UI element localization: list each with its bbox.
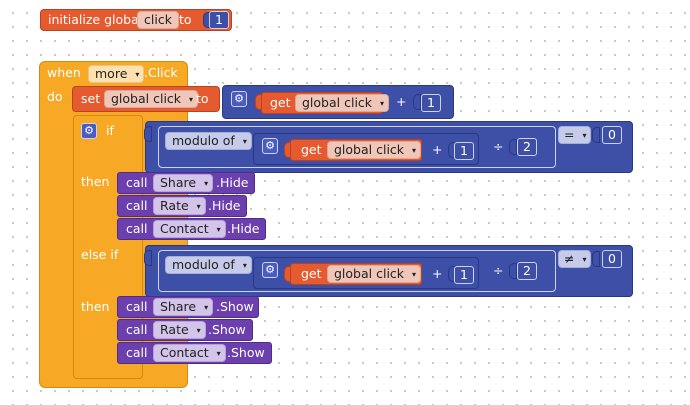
add-value-number[interactable]: 1	[421, 94, 441, 112]
component-dropdown[interactable]: Share▾	[153, 298, 214, 316]
set-get-block[interactable]: get global click▾	[261, 92, 390, 114]
plus-operator: +	[432, 142, 443, 157]
get-var-dropdown[interactable]: global click▾	[327, 265, 422, 283]
method-name: .Hide	[208, 198, 241, 213]
chevron-down-icon: ▾	[412, 270, 417, 279]
else-if-label: else if	[81, 247, 119, 262]
component-dropdown[interactable]: Rate▾	[153, 321, 206, 339]
call-label: call	[126, 175, 148, 190]
component-dropdown[interactable]: Contact▾	[153, 220, 226, 238]
chevron-down-icon: ▾	[196, 202, 201, 211]
then-label-1: then	[81, 174, 110, 189]
cond2-get-block[interactable]: get global click▾	[290, 263, 422, 285]
chevron-down-icon: ▾	[216, 225, 221, 234]
compare-operator-dropdown[interactable]: ≠▾	[558, 250, 592, 268]
init-global-block[interactable]: initialize global click to 1	[40, 9, 232, 31]
divide-operator: ÷	[493, 263, 504, 278]
compare-value-number[interactable]: 0	[602, 126, 622, 144]
get-label: get	[301, 266, 322, 281]
add-value-number[interactable]: 1	[454, 266, 474, 284]
gear-icon[interactable]: ⚙	[81, 123, 97, 139]
set-label: set	[81, 91, 101, 106]
call-block-contact-hide[interactable]: call Contact▾ .Hide	[117, 218, 266, 240]
divisor-number[interactable]: 2	[517, 262, 537, 280]
method-name: .Hide	[216, 175, 249, 190]
get-var-dropdown[interactable]: global click▾	[327, 141, 422, 159]
call-label: call	[126, 322, 148, 337]
add-value-number[interactable]: 1	[454, 142, 474, 160]
get-label: get	[301, 142, 322, 157]
gear-icon[interactable]: ⚙	[262, 262, 278, 278]
chevron-down-icon: ▾	[204, 179, 209, 188]
set-global-block[interactable]: set global click▾ to	[72, 86, 220, 112]
compare-block-notequal[interactable]: modulo of▾ ⚙ get global click▾ + 1 ÷ 2 ≠…	[144, 245, 633, 297]
chevron-down-icon: ▾	[204, 303, 209, 312]
get-var-dropdown[interactable]: global click▾	[295, 94, 390, 112]
chevron-down-icon: ▾	[582, 255, 587, 264]
plus-operator: +	[432, 266, 443, 281]
method-name: .Show	[227, 345, 265, 360]
set-addition-block[interactable]: ⚙ get global click▾ + 1	[222, 85, 454, 119]
event-name: .Click	[144, 65, 178, 80]
socket	[592, 251, 600, 267]
chevron-down-icon: ▾	[216, 349, 221, 358]
call-block-share-show[interactable]: call Share▾ .Show	[117, 296, 259, 318]
cond1-addition-block[interactable]: ⚙ get global click▾ + 1	[253, 133, 479, 165]
socket	[592, 127, 600, 143]
call-label: call	[126, 198, 148, 213]
socket	[413, 94, 421, 110]
call-block-rate-hide[interactable]: call Rate▾ .Hide	[117, 195, 247, 217]
call-block-share-hide[interactable]: call Share▾ .Hide	[117, 172, 255, 194]
component-dropdown[interactable]: Share▾	[153, 174, 214, 192]
component-dropdown-more[interactable]: more▾	[88, 65, 145, 83]
method-name: .Hide	[227, 221, 260, 236]
when-label: when	[47, 65, 81, 80]
component-dropdown[interactable]: Contact▾	[153, 344, 226, 362]
call-label: call	[126, 345, 148, 360]
chevron-down-icon: ▾	[242, 261, 247, 270]
divide-operator: ÷	[493, 139, 504, 154]
modulo-block-2[interactable]: modulo of▾ ⚙ get global click▾ + 1 ÷ 2	[158, 250, 556, 292]
plus-operator: +	[396, 94, 407, 109]
init-to-label: to	[179, 12, 192, 27]
do-label: do	[47, 89, 63, 104]
set-var-dropdown[interactable]: global click▾	[104, 90, 199, 108]
chevron-down-icon: ▾	[380, 99, 385, 108]
then-label-2: then	[81, 299, 110, 314]
init-var-name-field[interactable]: click	[137, 11, 179, 29]
chevron-down-icon: ▾	[189, 95, 194, 104]
cond2-addition-block[interactable]: ⚙ get global click▾ + 1	[253, 257, 479, 289]
chevron-down-icon: ▾	[242, 137, 247, 146]
call-block-rate-show[interactable]: call Rate▾ .Show	[117, 319, 253, 341]
chevron-down-icon: ▾	[196, 326, 201, 335]
socket	[509, 139, 517, 155]
if-label: if	[106, 123, 114, 138]
set-to-label: to	[196, 91, 209, 106]
chevron-down-icon: ▾	[135, 70, 140, 79]
init-value-number[interactable]: 1	[209, 11, 229, 29]
modulo-dropdown-1[interactable]: modulo of▾	[165, 132, 252, 150]
method-name: .Show	[216, 299, 254, 314]
call-label: call	[126, 299, 148, 314]
gear-icon[interactable]: ⚙	[231, 91, 247, 107]
method-name: .Show	[208, 322, 246, 337]
chevron-down-icon: ▾	[412, 146, 417, 155]
compare-value-number[interactable]: 0	[602, 250, 622, 268]
modulo-block-1[interactable]: modulo of▾ ⚙ get global click▾ + 1 ÷ 2	[158, 126, 556, 168]
component-dropdown[interactable]: Rate▾	[153, 197, 206, 215]
socket	[144, 250, 152, 266]
call-block-contact-show[interactable]: call Contact▾ .Show	[117, 342, 272, 364]
compare-operator-dropdown[interactable]: =▾	[558, 126, 592, 144]
socket	[144, 126, 152, 142]
chevron-down-icon: ▾	[582, 131, 587, 140]
divisor-number[interactable]: 2	[517, 138, 537, 156]
cond1-get-block[interactable]: get global click▾	[290, 139, 422, 161]
gear-icon[interactable]: ⚙	[262, 138, 278, 154]
compare-block-equal[interactable]: modulo of▾ ⚙ get global click▾ + 1 ÷ 2 =…	[144, 121, 633, 173]
socket	[509, 263, 517, 279]
init-keyword: initialize global	[48, 12, 143, 27]
call-label: call	[126, 221, 148, 236]
modulo-dropdown-2[interactable]: modulo of▾	[165, 256, 252, 274]
get-label: get	[270, 95, 291, 110]
